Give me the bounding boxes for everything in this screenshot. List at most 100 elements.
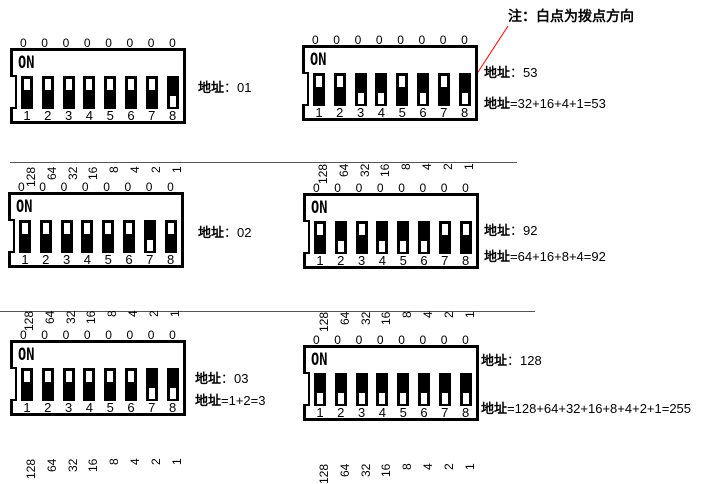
bit-weight: 64 (42, 310, 57, 324)
zero-label: 0 (126, 36, 134, 50)
switch-number: 4 (83, 252, 91, 267)
bit-weight: 32 (65, 166, 80, 180)
dip-switch-2[interactable] (334, 221, 347, 254)
dip-switch-1[interactable] (21, 76, 33, 109)
switch-knob (379, 241, 386, 252)
dip-switch-8[interactable] (166, 368, 179, 401)
dip-switch-3[interactable] (62, 368, 75, 401)
dip-switch-6[interactable] (417, 73, 429, 106)
dip-switch-1[interactable] (314, 373, 326, 406)
dip-switch-5[interactable] (397, 221, 410, 254)
bit-weight: 128 (317, 311, 331, 332)
switch-number: 8 (461, 405, 470, 420)
dip-switch-5[interactable] (397, 373, 410, 406)
dip-switch-6[interactable] (123, 220, 135, 253)
dip-switch-6[interactable] (125, 76, 137, 109)
dip-switch-7[interactable] (145, 368, 158, 401)
dip-switch-8[interactable] (459, 373, 472, 406)
dip-switch-5[interactable] (396, 73, 409, 106)
switch-number: 5 (399, 405, 407, 420)
switch-knob (336, 76, 343, 87)
dip-switch-8[interactable] (164, 220, 177, 253)
bit-weight: 32 (358, 463, 373, 477)
dip-switch-5[interactable] (102, 220, 115, 253)
switch-number: 4 (85, 400, 93, 415)
dip-switch-2[interactable] (334, 373, 347, 406)
dip-switch-3[interactable] (355, 373, 368, 406)
address-value: ：53 (510, 65, 538, 80)
dip-switch-3[interactable] (354, 73, 367, 106)
dip-switch-6[interactable] (125, 368, 137, 401)
dip-switch-4[interactable] (83, 368, 96, 401)
dip-switch-2[interactable] (41, 368, 54, 401)
address-word: 地址 (195, 371, 222, 386)
dip-switch-4[interactable] (81, 220, 94, 253)
address-formula: 地址=1+2=3 (195, 390, 265, 409)
switch-knob (126, 223, 132, 234)
switch-number: 6 (125, 252, 133, 267)
bit-weight: 32 (65, 458, 80, 472)
zero-label: 0 (105, 328, 112, 342)
switch-number: 3 (62, 252, 71, 267)
bit-weight: 4 (420, 163, 434, 170)
dip-switch-8[interactable] (166, 76, 179, 109)
dip-switch-7[interactable] (438, 221, 451, 254)
dip-switch-4[interactable] (376, 221, 389, 254)
dip-switch-7[interactable] (438, 373, 451, 406)
bit-weight: 1 (167, 310, 182, 317)
zero-label: 0 (461, 33, 468, 47)
dip-switch-1[interactable] (21, 368, 33, 401)
dip-switch-1[interactable] (313, 73, 325, 106)
formula-value: =64+16+8+4=92 (510, 249, 606, 264)
on-label: ON (16, 197, 33, 217)
switch-knob (317, 393, 323, 404)
zero-label: 0 (126, 328, 134, 342)
dip-switch-5[interactable] (104, 368, 117, 401)
dip-switch-3[interactable] (355, 221, 368, 254)
dip-switch-4[interactable] (376, 373, 389, 406)
on-label: ON (18, 53, 35, 73)
switch-knob (379, 393, 386, 404)
zero-label: 0 (334, 333, 341, 347)
dip-switch-1[interactable] (19, 220, 31, 253)
switch-knob (441, 393, 448, 404)
zero-label: 0 (169, 36, 176, 50)
dip-switch-7[interactable] (437, 73, 450, 106)
dip-switch-2[interactable] (333, 73, 346, 106)
zero-label: 0 (167, 180, 174, 194)
zero-label: 0 (419, 333, 427, 347)
switch-knob (169, 388, 176, 399)
bit-weight: 8 (400, 311, 415, 318)
switch-knob (107, 79, 114, 90)
dip-switch-5[interactable] (104, 76, 117, 109)
bit-weight: 8 (107, 166, 122, 173)
dip-switch-7[interactable] (143, 220, 156, 253)
dip-switch-8[interactable] (459, 221, 472, 254)
switch-knob (146, 240, 153, 251)
switch-number: 8 (460, 105, 469, 120)
bit-weight: 4 (421, 311, 435, 318)
switch-number: 6 (420, 253, 428, 268)
dip-switch-4[interactable] (375, 73, 388, 106)
switch-number: 2 (44, 108, 52, 123)
dip-switch-3[interactable] (60, 220, 73, 253)
switch-knob (22, 223, 28, 234)
dip-switch-6[interactable] (418, 373, 430, 406)
switch-number: 3 (356, 105, 365, 120)
dip-switch-3[interactable] (62, 76, 75, 109)
bit-weight: 4 (128, 166, 142, 173)
dip-switch-6[interactable] (418, 221, 430, 254)
dip-switch-2[interactable] (41, 76, 54, 109)
dip-switch-7[interactable] (145, 76, 158, 109)
dip-switch-1[interactable] (314, 221, 326, 254)
dip-switch-4[interactable] (83, 76, 96, 109)
switch-knob (378, 93, 385, 104)
bit-weight: 16 (379, 463, 394, 477)
dip-switch-8[interactable] (458, 73, 471, 106)
switch-notch (302, 72, 309, 106)
address-word: 地址 (484, 96, 511, 111)
switch-number: 5 (106, 400, 114, 415)
dip-switch-2[interactable] (39, 220, 52, 253)
